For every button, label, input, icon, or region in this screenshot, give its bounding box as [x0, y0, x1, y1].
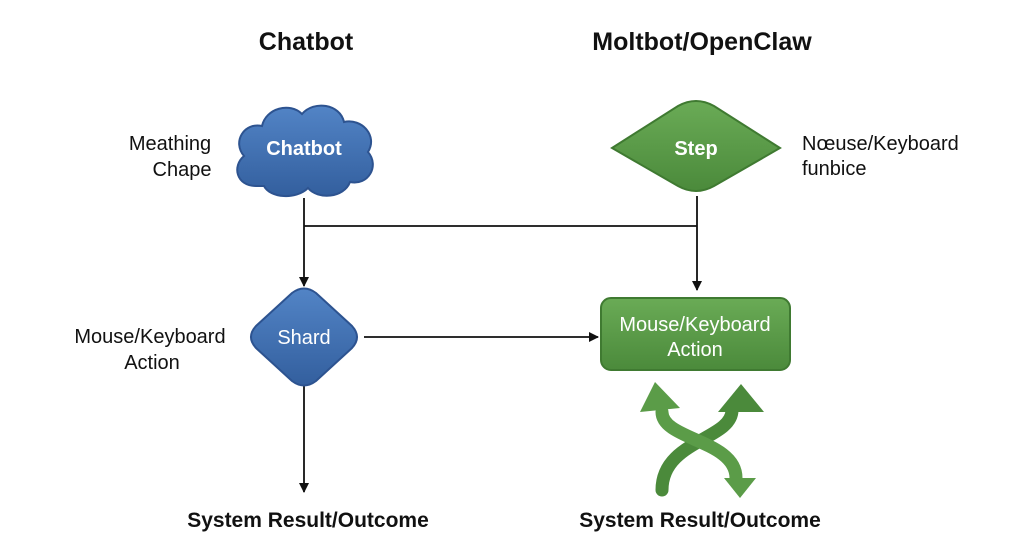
right-top-side-label-line1: Nœuse/Keyboard [802, 133, 959, 155]
left-mid-side-label-line2: Action [124, 352, 180, 374]
step-diamond-node: Step [610, 100, 782, 192]
action-node-label-line1: Mouse/Keyboard [619, 314, 770, 336]
step-node-label: Step [674, 138, 717, 160]
left-outcome-label: System Result/Outcome [187, 509, 429, 532]
right-outcome-label: System Result/Outcome [579, 509, 821, 532]
action-node-label-line2: Action [667, 339, 723, 361]
left-mid-side-label-line1: Mouse/Keyboard [74, 326, 225, 348]
left-top-side-label-line2: Chape [153, 159, 212, 181]
shard-node-label: Shard [277, 327, 330, 349]
mouse-keyboard-action-node: Mouse/Keyboard Action [600, 297, 791, 371]
right-column-title: Moltbot/OpenClaw [592, 28, 812, 56]
chatbot-node-label: Chatbot [266, 138, 342, 160]
left-top-side-label-line1: Meathing [129, 133, 211, 155]
chatbot-cloud-node: Chatbot [236, 104, 374, 197]
shard-diamond-node: Shard [250, 287, 358, 387]
crossing-arrows-icon [640, 382, 764, 498]
right-top-side-label-line2: funbice [802, 158, 867, 180]
left-column-title: Chatbot [259, 28, 354, 56]
